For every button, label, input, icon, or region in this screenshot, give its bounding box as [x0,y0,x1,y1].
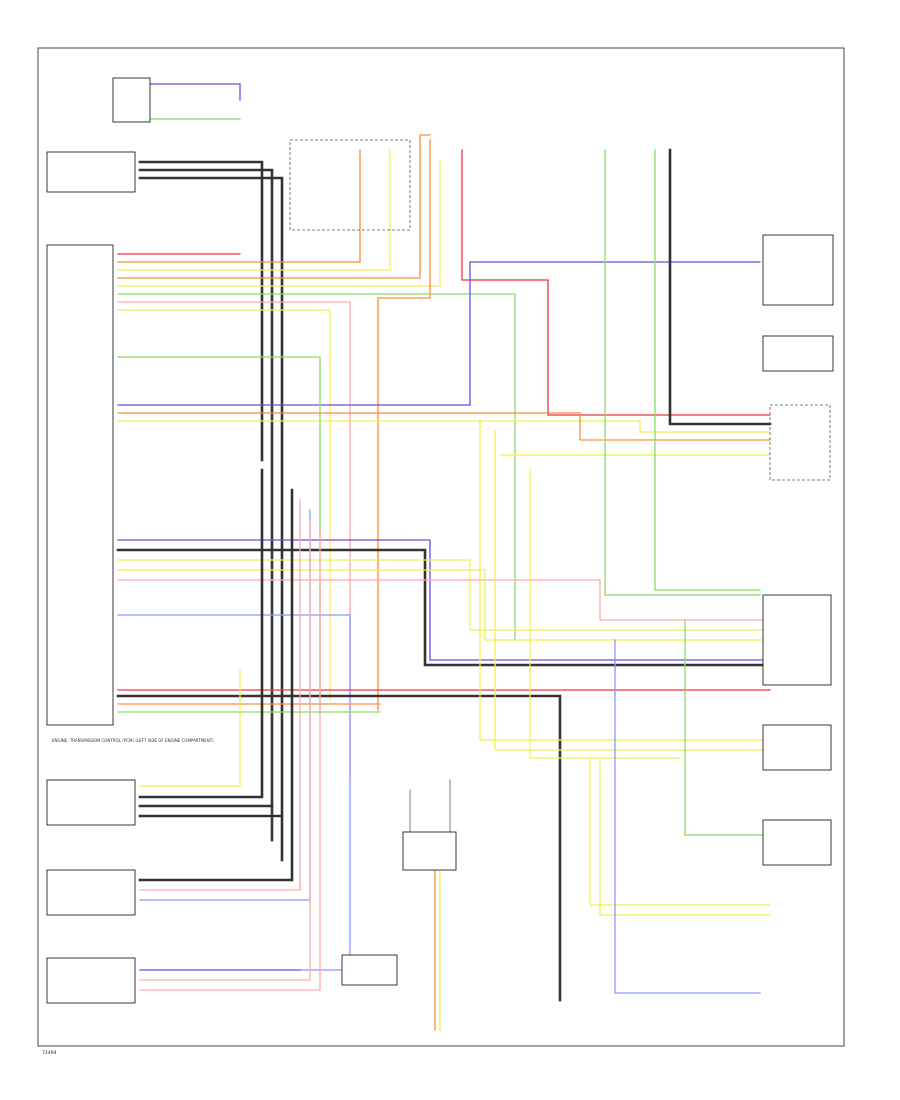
wire-yellow-low-3 [529,469,681,759]
wire-pcm-green-1 [117,293,516,641]
wire-pcm-black-mid [116,548,772,667]
module-bottom-center [341,954,398,986]
wire-yellow-low-4 [589,759,771,906]
wire-pcm-yellow-mid [117,559,771,631]
wire-pcm-pink-1 [117,301,351,781]
wire-s1-pink [139,499,301,891]
wire-orange-right [117,412,771,441]
wire-pcm-orange-1 [117,149,361,263]
wire-s1-blue [139,509,311,901]
wire-s2-pink2 [139,529,321,991]
wire-pcm-lightblue-mid [117,614,351,971]
wire-s2-pink [139,519,311,981]
wire-pcm-yellow-2 [117,159,441,287]
wire-green-fuse-1 [604,149,761,596]
wire-relay-violet [149,83,241,101]
labels: ENGINE, TRANSMISSION CONTROL (PCM) (LEFT… [42,738,214,1056]
module-bottom-left-1 [46,779,136,826]
wire-black-1 [138,160,264,462]
wire-black-2 [138,168,274,842]
wire-pcm-yellow-mid-2 [117,569,771,641]
wire-pcm-pink-mid [117,579,771,621]
pcm-label: ENGINE, TRANSMISSION CONTROL (PCM) (LEFT… [52,738,214,743]
wire-yellow-right [117,420,771,433]
wire-orange-long [377,139,431,711]
switch-box-top [289,139,411,231]
components [46,77,834,1004]
module-right-4 [762,724,832,771]
main-relay-box [112,77,151,123]
wire-violet-long [117,261,761,406]
wire-green-low [684,619,771,836]
wire-black-3 [138,176,284,862]
brake-switch-box [762,234,834,306]
module-right-1 [762,335,834,372]
module-bottom-left-2 [46,869,136,916]
wire-yellow-low-2 [494,429,771,751]
wire-red-long [461,149,771,416]
wire-pcm-yellow-3 [117,309,331,701]
wire-s1-black [138,488,294,882]
module-right-5 [762,819,832,866]
wire-black-right [668,148,772,426]
diagram-frame [37,47,845,1047]
pcm-connector [46,244,114,726]
module-right-2 [769,404,831,481]
module-top-left [46,151,136,193]
wire-pcm-yellow-1 [117,149,391,271]
wire-bl-yellow [139,669,241,787]
wire-green-fuse-2 [654,149,761,591]
footer-code: 72494 [42,1050,57,1056]
module-right-3 [762,594,832,686]
wire-pcm-black-low [116,694,562,1002]
actuator-box [402,831,457,871]
module-bottom-left-3 [46,957,136,1004]
wire-bl-black-1 [138,468,264,799]
wires [116,83,772,1031]
wire-yellow-low-5 [599,759,771,916]
wire-green-pcm-mid [117,356,321,716]
wire-blue-low [614,639,761,994]
wire-pcm-violet-mid [117,539,771,661]
wire-yellow-low-1 [479,419,771,741]
wire-pcm-orange-2 [117,134,431,279]
